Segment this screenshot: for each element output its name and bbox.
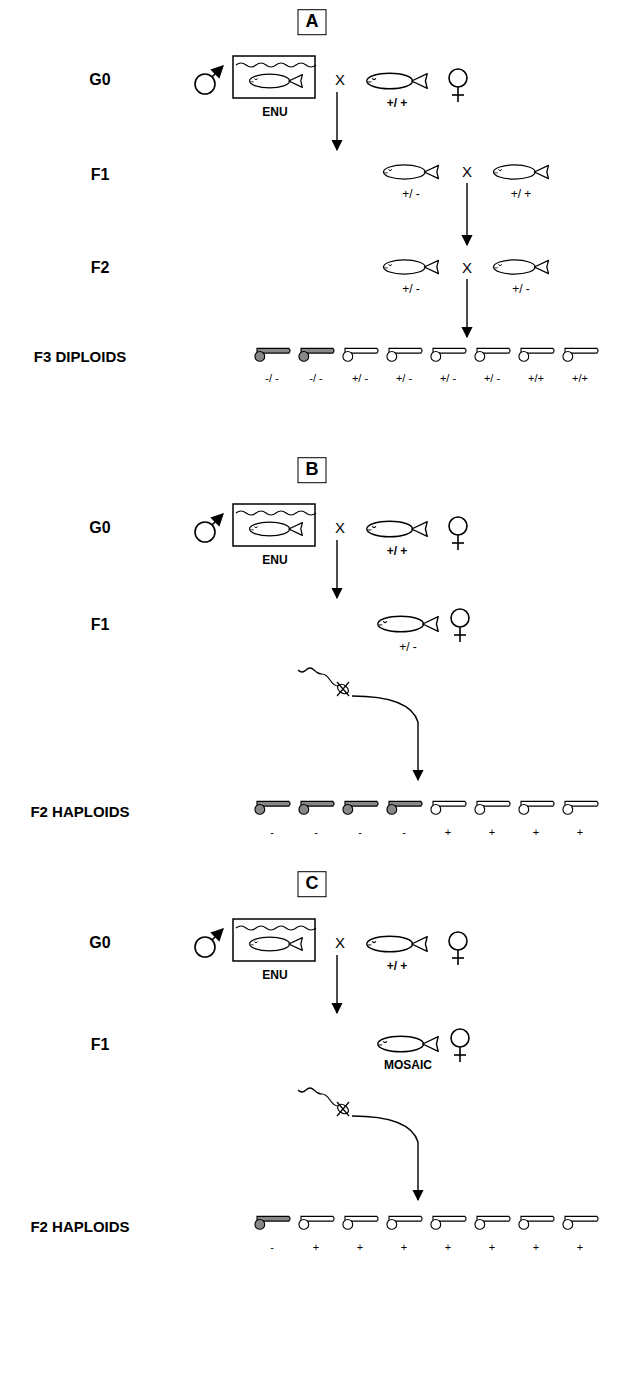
genotype-label: +/ - [440,372,456,384]
mutagen-label: ENU [262,554,287,567]
genotype-label: +/+ [572,372,588,384]
arrow [466,183,467,245]
fish [494,260,549,274]
haploid-scheme [298,609,469,780]
panel-letter: C [306,873,319,893]
genotype-label: +/ - [396,372,412,384]
panel-letter-box: C [298,871,327,897]
generation-label: F2 [91,259,110,277]
genotype-label: +/ - [352,372,368,384]
generation-label: F3 DIPLOIDS [34,349,127,366]
genotype-label: - [358,826,362,838]
panel-letter-box: B [298,457,327,483]
genotype-label: + [313,1241,319,1253]
generation-label: F1 [91,166,110,184]
fish [384,165,439,179]
haploid-scheme [298,1029,469,1200]
fish [384,260,439,274]
generation-label: F1 [91,616,110,634]
genotype-label: +/ + [387,97,408,110]
generation-label: F2 HAPLOIDS [30,1219,129,1236]
panel-letter-box: A [298,9,327,35]
generation-label: F1 [91,1036,110,1054]
genotype-label: +/ + [511,188,532,201]
genotype-label: + [533,1241,539,1253]
larvae [255,801,598,814]
cross-scheme [195,504,467,598]
genotype-label: + [489,826,495,838]
genotype-label: - [270,1241,274,1253]
genotype-label: + [445,826,451,838]
panel-letter: B [306,459,319,479]
arrow [466,279,467,337]
generation-label: F2 HAPLOIDS [30,804,129,821]
genotype-label: - [402,826,406,838]
cross-symbol: X [335,935,345,952]
cross-symbol: X [462,164,472,181]
genotype-label: + [445,1241,451,1253]
genotype-label: - [270,826,274,838]
larvae [255,1216,598,1229]
genotype-label: + [533,826,539,838]
genotype-label: + [357,1241,363,1253]
genotype-label: +/ - [399,641,417,654]
genotype-label: -/ - [309,372,322,384]
genotype-label: + [401,1241,407,1253]
cross-scheme [195,919,467,1013]
mutagen-label: ENU [262,969,287,982]
genotype-label: + [577,1241,583,1253]
genotype-label: +/ - [512,283,530,296]
genotype-label: +/+ [528,372,544,384]
panel-letter: A [306,11,319,31]
cross-scheme [195,56,467,150]
genotype-label: +/ + [387,960,408,973]
genotype-label: - [314,826,318,838]
genotype-label: +/ - [402,188,420,201]
larvae [255,348,598,361]
genotype-label: + [577,826,583,838]
generation-label: G0 [89,934,110,952]
genotype-label: +/ - [402,283,420,296]
fish [494,165,549,179]
cross-symbol: X [335,72,345,89]
genotype-label: -/ - [265,372,278,384]
generation-label: G0 [89,71,110,89]
cross-symbol: X [462,260,472,277]
mosaic-label: MOSAIC [384,1059,432,1072]
genotype-label: + [489,1241,495,1253]
generation-label: G0 [89,519,110,537]
genotype-label: +/ + [387,545,408,558]
mutagen-label: ENU [262,106,287,119]
cross-symbol: X [335,520,345,537]
genotype-label: +/ - [484,372,500,384]
